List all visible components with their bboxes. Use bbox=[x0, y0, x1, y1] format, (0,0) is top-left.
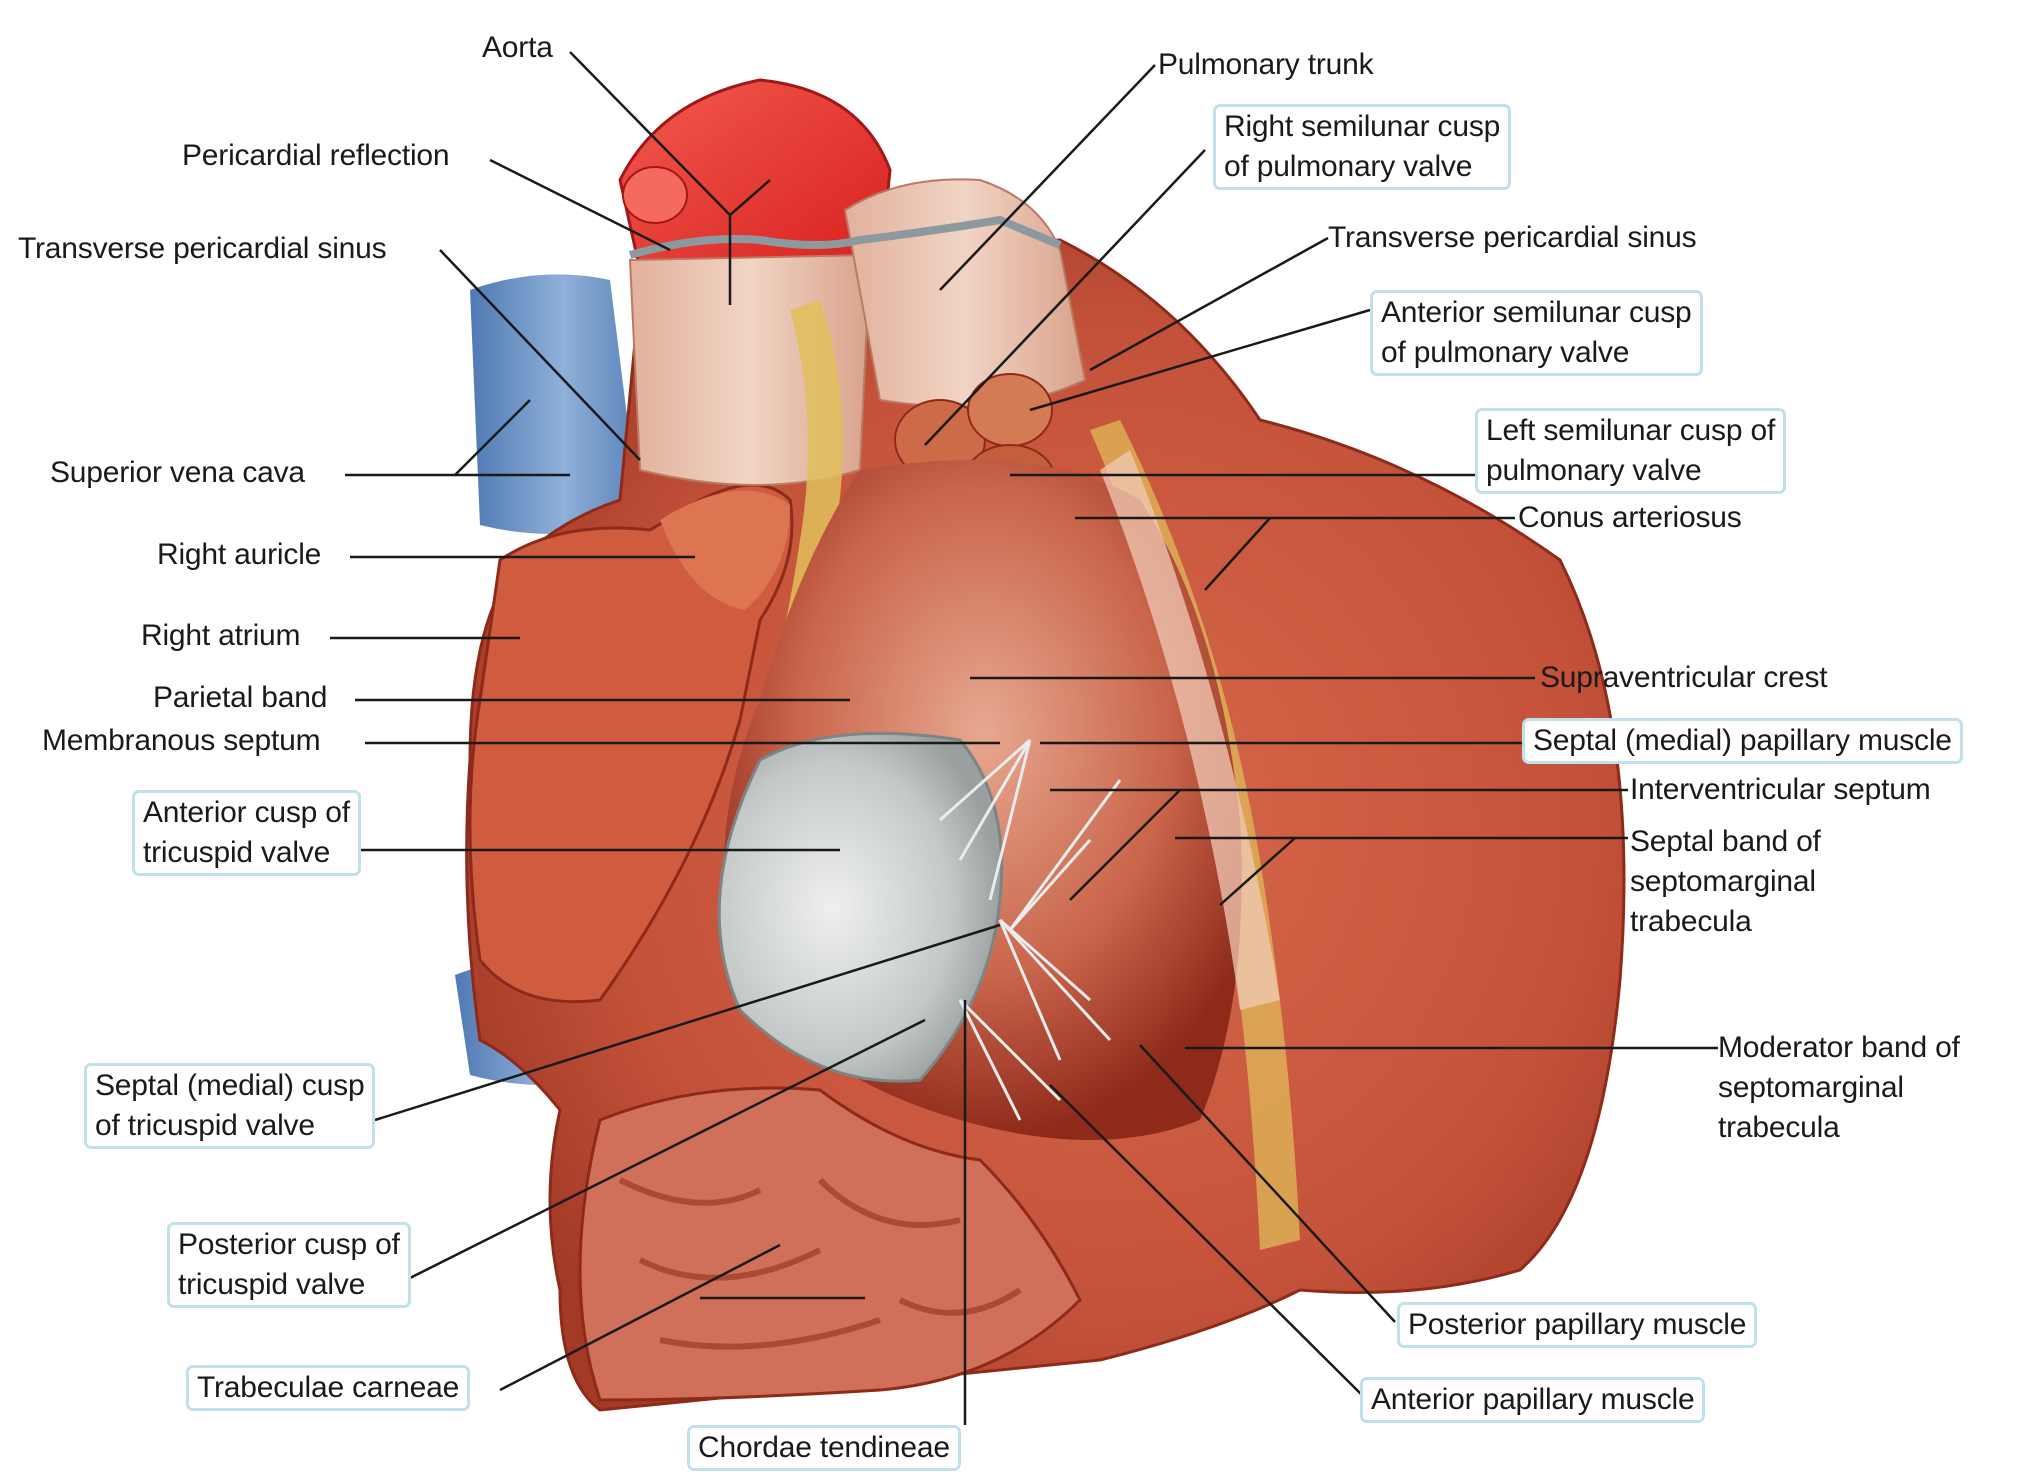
label-right-atrium: Right atrium bbox=[141, 619, 301, 652]
label-anterior-cusp-tricuspid: Anterior cusp of tricuspid valve bbox=[132, 790, 361, 876]
label-anterior-semilunar-cusp: Anterior semilunar cusp of pulmonary val… bbox=[1370, 290, 1703, 376]
label-right-auricle: Right auricle bbox=[157, 538, 322, 571]
label-aorta: Aorta bbox=[482, 31, 553, 64]
label-posterior-cusp-tricuspid: Posterior cusp of tricuspid valve bbox=[167, 1222, 411, 1308]
coronary-fat-shape bbox=[730, 300, 843, 820]
label-membranous-septum: Membranous septum bbox=[42, 724, 321, 757]
pulmonary-trunk-shape bbox=[628, 178, 1087, 408]
label-pericardial-reflection: Pericardial reflection bbox=[182, 139, 450, 172]
label-posterior-papillary-muscle: Posterior papillary muscle bbox=[1397, 1302, 1758, 1348]
label-right-semilunar-cusp: Right semilunar cusp of pulmonary valve bbox=[1213, 104, 1512, 190]
label-septal-band: Septal band of septomarginal trabecula bbox=[1630, 825, 1821, 938]
label-trabeculae-carneae: Trabeculae carneae bbox=[186, 1365, 471, 1411]
label-septal-papillary-muscle: Septal (medial) papillary muscle bbox=[1522, 718, 1963, 764]
label-septal-cusp-tricuspid: Septal (medial) cusp of tricuspid valve bbox=[84, 1063, 376, 1149]
label-interventricular-septum: Interventricular septum bbox=[1630, 773, 1931, 806]
label-left-semilunar-cusp: Left semilunar cusp of pulmonary valve bbox=[1475, 408, 1787, 494]
leader-lines bbox=[330, 51, 1718, 1425]
label-anterior-papillary-muscle: Anterior papillary muscle bbox=[1360, 1377, 1706, 1423]
aorta-shape bbox=[618, 78, 892, 486]
label-moderator-band: Moderator band of septomarginal trabecul… bbox=[1718, 1031, 1960, 1144]
septum-strip-shape bbox=[1100, 450, 1280, 1010]
trabeculae-pattern-shape bbox=[618, 1177, 1022, 1350]
trabeculae-carneae-shape bbox=[578, 1086, 1082, 1402]
label-transverse-pericardial-sinus-right: Transverse pericardial sinus bbox=[1328, 221, 1697, 254]
label-pulmonary-trunk: Pulmonary trunk bbox=[1158, 48, 1374, 81]
chordae-tendineae-shape bbox=[939, 738, 1122, 1121]
label-supraventricular-crest: Supraventricular crest bbox=[1540, 661, 1828, 694]
label-chordae-tendineae: Chordae tendineae bbox=[687, 1425, 961, 1471]
label-conus-arteriosus: Conus arteriosus bbox=[1518, 501, 1742, 534]
label-transverse-pericardial-sinus-left: Transverse pericardial sinus bbox=[18, 232, 387, 265]
left-margin-fat-shape bbox=[1090, 420, 1300, 1250]
label-superior-vena-cava: Superior vena cava bbox=[50, 456, 305, 489]
label-parietal-band: Parietal band bbox=[153, 681, 328, 714]
